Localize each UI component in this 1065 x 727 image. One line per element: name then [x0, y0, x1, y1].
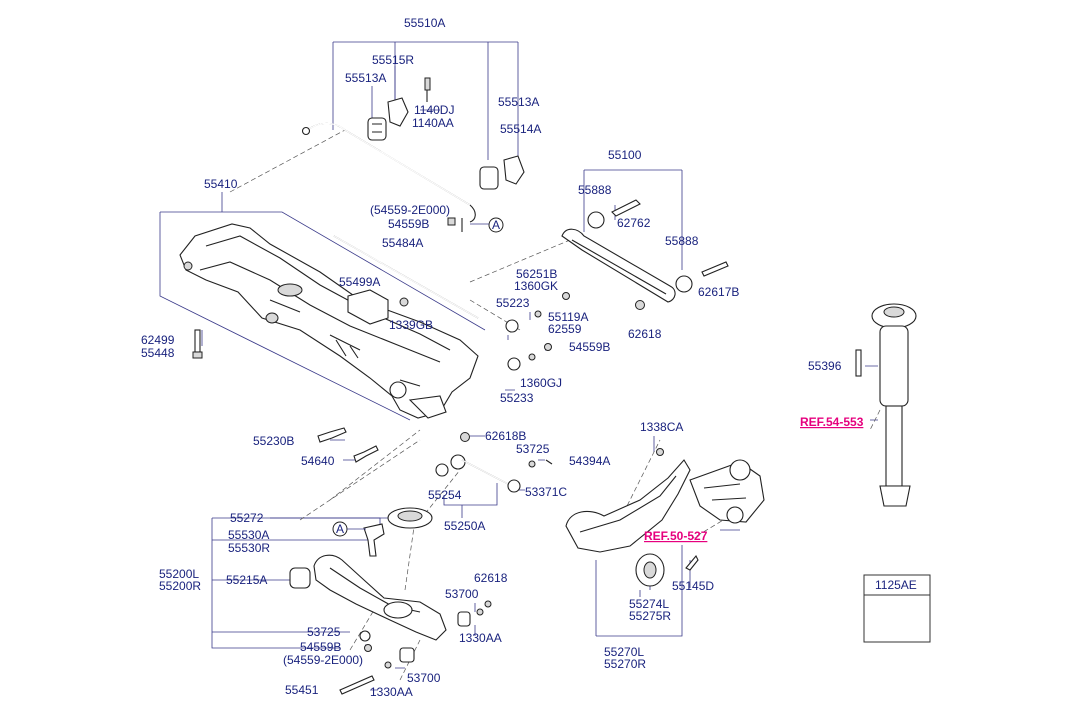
- callout-a-top-label: A: [492, 218, 500, 232]
- callout-a-bottom: A: [332, 521, 366, 537]
- label-54559B-top: 54559B: [388, 217, 429, 231]
- label-1140DJ: 1140DJ: [414, 103, 454, 117]
- label-56251B: 56251B: [516, 267, 557, 281]
- stabilizer-bracket-left: [387, 77, 431, 127]
- label-62499: 62499: [141, 333, 175, 347]
- label-55484A: 55484A: [382, 236, 423, 250]
- label-55254: 55254: [428, 488, 462, 502]
- label-55451: 55451: [285, 683, 319, 697]
- label-1140AA: 1140AA: [412, 116, 454, 130]
- stabilizer-bushing-left: [367, 117, 387, 141]
- callout-a-bottom-label: A: [336, 522, 344, 536]
- label-55119A: 55119A: [548, 310, 588, 324]
- label-55515R: 55515R: [372, 53, 414, 67]
- shock-absorber: [855, 303, 917, 507]
- label-55270R: 55270R: [604, 657, 646, 671]
- label-55513A-left: 55513A: [345, 71, 386, 85]
- label-53725-middle: 53725: [516, 442, 550, 456]
- crossmember-bracket: [347, 289, 409, 325]
- label-54559B-middle: 54559B: [569, 340, 610, 354]
- label-1338CA: 1338CA: [640, 420, 683, 434]
- label-54559-2E000-bottom: (54559-2E000): [283, 653, 363, 667]
- label-54559B-bottom: 54559B: [300, 640, 341, 654]
- ref-link-50-527[interactable]: REF.50-527: [644, 529, 708, 543]
- bolt-54640: [353, 445, 379, 463]
- label-55275R: 55275R: [629, 609, 671, 623]
- label-55888-bottom: 55888: [665, 234, 699, 248]
- leader-lines: [159, 41, 878, 691]
- label-1330AA-bottom: 1330AA: [370, 685, 413, 699]
- label-1360GJ: 1360GJ: [520, 376, 562, 390]
- stabilizer-bushing-right: [479, 166, 499, 190]
- label-55230B: 55230B: [253, 434, 294, 448]
- part-1125AE-box: [863, 574, 931, 643]
- label-55513A-right: 55513A: [498, 95, 539, 109]
- label-55233: 55233: [500, 391, 534, 405]
- small-fasteners-middle: [505, 292, 570, 371]
- bolt-62499: [192, 329, 203, 359]
- label-54559-2E000-top: (54559-2E000): [370, 203, 450, 217]
- dashed-assembly-lines: [229, 129, 881, 681]
- label-55145D: 55145D: [672, 579, 714, 593]
- label-55448: 55448: [141, 346, 175, 360]
- label-62617B: 62617B: [698, 285, 739, 299]
- label-62618-top: 62618: [628, 327, 662, 341]
- stabilizer-bar: [301, 122, 476, 223]
- trailing-rod: [435, 454, 553, 493]
- label-55215A: 55215A: [226, 573, 267, 587]
- lower-arm-assembly: [289, 507, 492, 695]
- label-55510A: 55510A: [404, 16, 445, 30]
- label-1330AA-top: 1330AA: [459, 631, 502, 645]
- callout-a-top: A: [470, 217, 504, 233]
- label-55499A: 55499A: [339, 275, 380, 289]
- label-55888-top: 55888: [578, 183, 612, 197]
- ref-link-54-553[interactable]: REF.54-553: [800, 415, 864, 429]
- trailing-arm-assembly: [565, 448, 765, 553]
- label-53725-bottom: 53725: [307, 625, 341, 639]
- label-62618-bottom: 62618: [474, 571, 508, 585]
- label-53700-bottom: 53700: [407, 671, 441, 685]
- label-1125AE: 1125AE: [875, 578, 917, 592]
- trailing-arm-bushing: [635, 553, 699, 587]
- label-55530R: 55530R: [228, 541, 270, 555]
- label-1339GB: 1339GB: [389, 318, 433, 332]
- label-55396: 55396: [808, 359, 842, 373]
- part-labels: 55510A 55515R 55513A 1140DJ 1140AA 55513…: [141, 16, 917, 699]
- label-55274L: 55274L: [629, 597, 669, 611]
- label-54394A: 54394A: [569, 454, 610, 468]
- label-62618B: 62618B: [485, 429, 526, 443]
- rear-crossmember-subframe: [179, 223, 479, 419]
- label-55410: 55410: [204, 177, 238, 191]
- label-62762: 62762: [617, 216, 651, 230]
- label-53371C: 53371C: [525, 485, 567, 499]
- label-55200L: 55200L: [159, 567, 199, 581]
- bolt-55230B: [317, 427, 347, 443]
- lateral-rod: [333, 235, 479, 319]
- label-62559: 62559: [548, 322, 582, 336]
- label-55223: 55223: [496, 296, 530, 310]
- label-55270L: 55270L: [604, 645, 644, 659]
- label-55272: 55272: [230, 511, 264, 525]
- label-55200R: 55200R: [159, 579, 201, 593]
- upper-arm-assembly: [561, 199, 729, 310]
- label-55100: 55100: [608, 148, 642, 162]
- label-55530A: 55530A: [228, 528, 269, 542]
- nut-62618B: [460, 432, 470, 442]
- stabilizer-link-bolt: [447, 217, 463, 232]
- reference-links: REF.54-553 REF.50-527: [644, 415, 864, 543]
- stabilizer-bracket-right: [503, 155, 525, 185]
- label-55250A: 55250A: [444, 519, 485, 533]
- label-53700-top: 53700: [445, 587, 479, 601]
- label-1360GK: 1360GK: [514, 279, 558, 293]
- label-55514A: 55514A: [500, 122, 541, 136]
- label-54640: 54640: [301, 454, 335, 468]
